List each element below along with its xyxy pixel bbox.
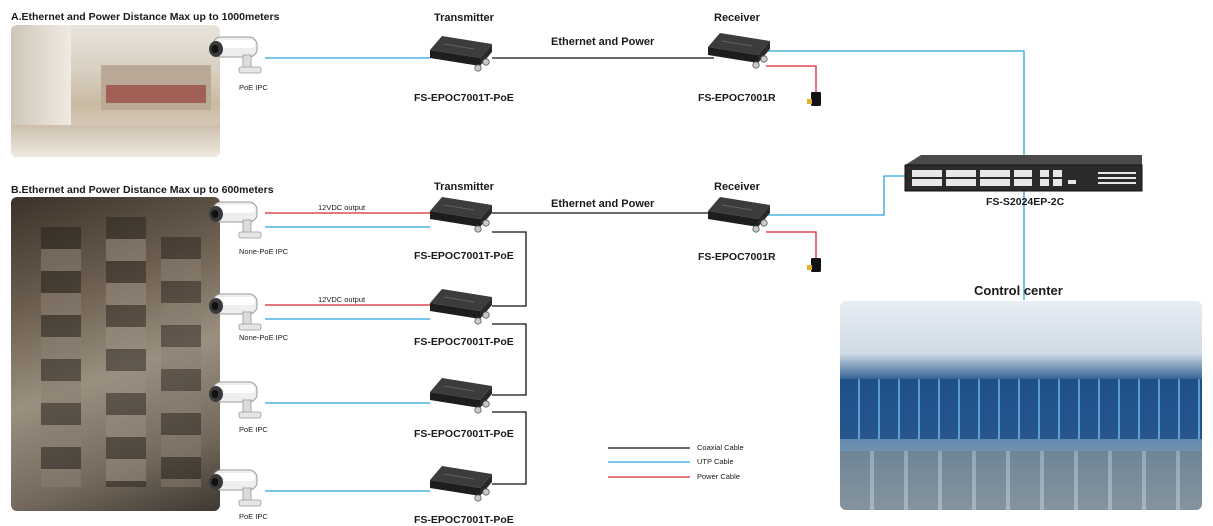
power-cable-a <box>766 65 817 92</box>
section-b-title: B.Ethernet and Power Distance Max up to … <box>11 184 274 196</box>
coax-chain-1 <box>492 231 527 307</box>
camera-b2-label: None-PoE IPC <box>239 333 289 342</box>
receiver-device-b <box>707 196 771 233</box>
power-output-b1-label: 12VDC output <box>318 203 366 212</box>
transmitter-b2-model: FS-EPOC7001T-PoE <box>414 336 514 348</box>
link-a-label: Ethernet and Power <box>551 36 655 48</box>
transmitter-b-header: Transmitter <box>434 181 494 193</box>
power-adapter-a <box>807 92 821 106</box>
power-cable-b <box>766 231 817 258</box>
coax-chain-2 <box>492 323 527 396</box>
camera-b1-label: None-PoE IPC <box>239 247 289 256</box>
transmitter-b1-model: FS-EPOC7001T-PoE <box>414 250 514 262</box>
transmitter-device-b4 <box>429 465 493 502</box>
camera-b3-label: PoE IPC <box>239 425 268 434</box>
control-center-title: Control center <box>974 283 1063 298</box>
transmitter-device-b2 <box>429 288 493 325</box>
coax-chain-3 <box>492 411 527 485</box>
utp-cable-b-switch <box>766 175 905 216</box>
receiver-b-model: FS-EPOC7001R <box>698 251 776 263</box>
camera-b1 <box>208 201 262 239</box>
control-center-photo <box>840 301 1202 510</box>
camera-b4 <box>208 469 262 507</box>
transmitter-b4-model: FS-EPOC7001T-PoE <box>414 514 514 526</box>
camera-b4-label: PoE IPC <box>239 512 268 521</box>
building-facade-photo <box>11 197 220 511</box>
transmitter-device-b1 <box>429 196 493 233</box>
camera-b2 <box>208 293 262 331</box>
link-b-label: Ethernet and Power <box>551 198 655 210</box>
receiver-a-model: FS-EPOC7001R <box>698 92 776 104</box>
receiver-device-a <box>707 32 771 69</box>
switch-model-label: FS-S2024EP-2C <box>986 196 1065 208</box>
transmitter-device-b3 <box>429 377 493 414</box>
legend-coax-label: Coaxial Cable <box>697 443 744 452</box>
legend-power-label: Power Cable <box>697 472 740 481</box>
transmitter-a-header: Transmitter <box>434 12 494 24</box>
camera-a <box>208 36 262 74</box>
section-a-title: A.Ethernet and Power Distance Max up to … <box>11 11 280 23</box>
transmitter-device-a <box>429 35 493 72</box>
transmitter-a-model: FS-EPOC7001T-PoE <box>414 92 514 104</box>
camera-b3 <box>208 381 262 419</box>
transmitter-b3-model: FS-EPOC7001T-PoE <box>414 428 514 440</box>
receiver-a-header: Receiver <box>714 12 760 24</box>
utp-cable-a-switch <box>766 50 1025 160</box>
receiver-b-header: Receiver <box>714 181 760 193</box>
power-output-b2-label: 12VDC output <box>318 295 366 304</box>
camera-a-label: PoE IPC <box>239 83 268 92</box>
poe-switch-device <box>904 155 1143 192</box>
power-adapter-b <box>807 258 821 272</box>
bank-lobby-photo <box>11 25 220 157</box>
legend-utp-label: UTP Cable <box>697 457 734 466</box>
